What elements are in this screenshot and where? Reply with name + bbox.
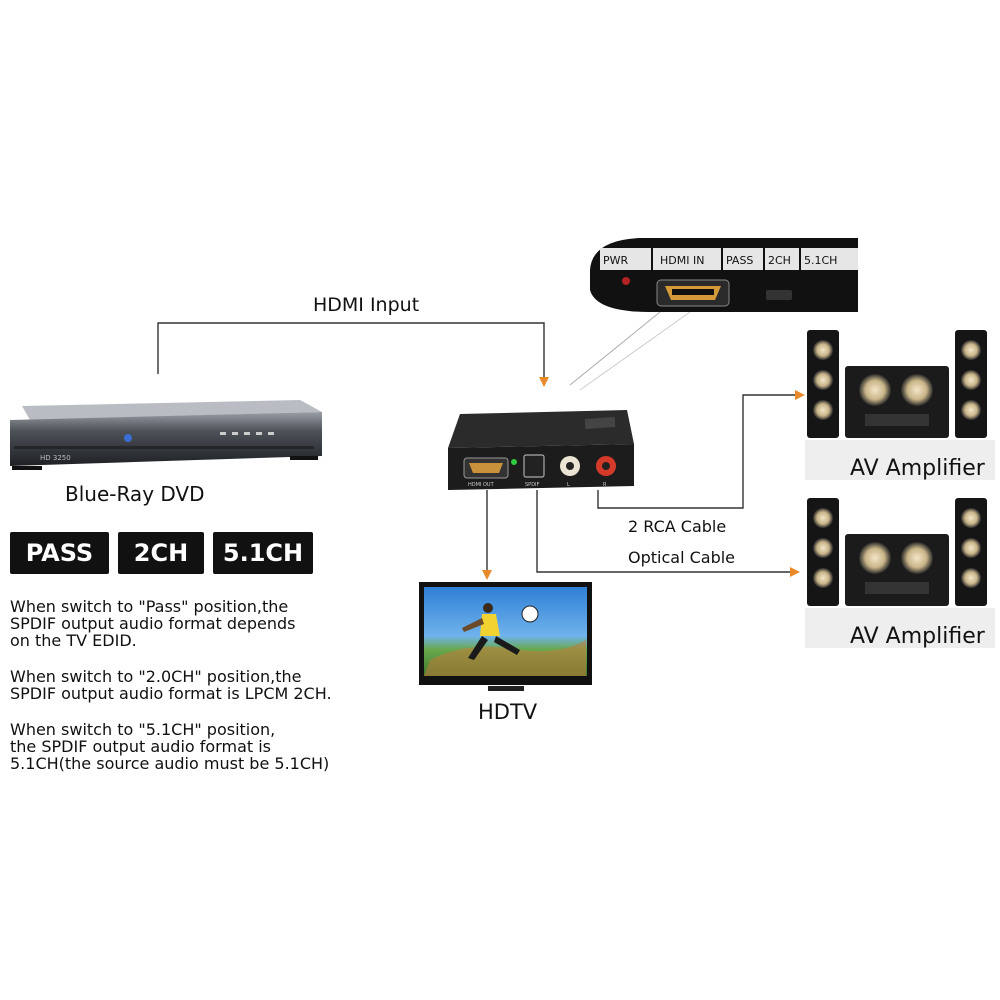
rca-cable-label: 2 RCA Cable (628, 517, 727, 536)
rca-right-port-icon (596, 456, 616, 476)
hdmi-input-label: HDMI Input (313, 294, 420, 316)
zoom-panel (590, 238, 858, 312)
audio-extractor-device (448, 410, 634, 490)
av-amplifier-label-2: AV Amplifier (850, 624, 985, 649)
panel-label-2ch: 2CH (768, 254, 791, 267)
spdif-port-icon (523, 454, 545, 478)
note-51ch: When switch to "5.1CH" position, the SPD… (10, 720, 330, 773)
hdmi-in-port-icon (656, 279, 730, 307)
dvd-button-row (220, 432, 274, 435)
note-pass: When switch to "Pass" position,the SPDIF… (10, 597, 296, 650)
speaker-system-1 (805, 330, 995, 480)
note-2ch: When switch to "2.0CH" position,the SPDI… (10, 667, 332, 703)
bluray-player (10, 400, 322, 470)
panel-label-hdmi-in: HDMI IN (660, 254, 704, 267)
switch-notes: When switch to "Pass" position,the SPDIF… (10, 598, 410, 791)
svg-text:HDMI OUT: HDMI OUT (468, 482, 495, 488)
mode-switch-icon (766, 290, 792, 300)
optical-cable-label: Optical Cable (628, 548, 736, 567)
rca-cable-line (597, 390, 805, 509)
bluray-logo-icon (124, 434, 132, 442)
bluray-dvd-label: Blue-Ray DVD (65, 482, 205, 506)
speaker-system-2 (805, 498, 995, 648)
switch-51ch: 5.1CH (213, 532, 313, 574)
svg-text:SPDIF: SPDIF (525, 482, 540, 488)
zoom-panel-labels: PWR HDMI IN PASS 2CH 5.1CH (603, 254, 837, 267)
zoom-callout-lines (569, 311, 691, 391)
panel-label-pwr: PWR (603, 254, 629, 267)
device-port-labels: HDMI OUT SPDIF L R (468, 482, 607, 488)
av-amplifier-label-1: AV Amplifier (850, 456, 985, 481)
switch-mode-row: PASS 2CH 5.1CH (10, 532, 313, 574)
optical-cable-line (536, 490, 800, 577)
soccer-ball-icon (521, 605, 539, 623)
svg-text:L: L (567, 482, 570, 488)
panel-label-51ch: 5.1CH (804, 254, 837, 267)
rca-left-port-icon (560, 456, 580, 476)
svg-text:R: R (603, 482, 607, 488)
power-led-icon (622, 277, 630, 285)
dvd-model-text: HD 3250 (40, 454, 71, 462)
status-led-icon (511, 459, 517, 465)
panel-label-pass: PASS (726, 254, 753, 267)
hdtv (419, 582, 592, 691)
hdtv-label: HDTV (478, 700, 538, 724)
switch-2ch: 2CH (118, 532, 204, 574)
switch-pass: PASS (10, 532, 109, 574)
soccer-player-icon (462, 603, 520, 660)
hdmi-out-port-icon (463, 457, 509, 479)
hdmi-input-line (157, 322, 549, 387)
